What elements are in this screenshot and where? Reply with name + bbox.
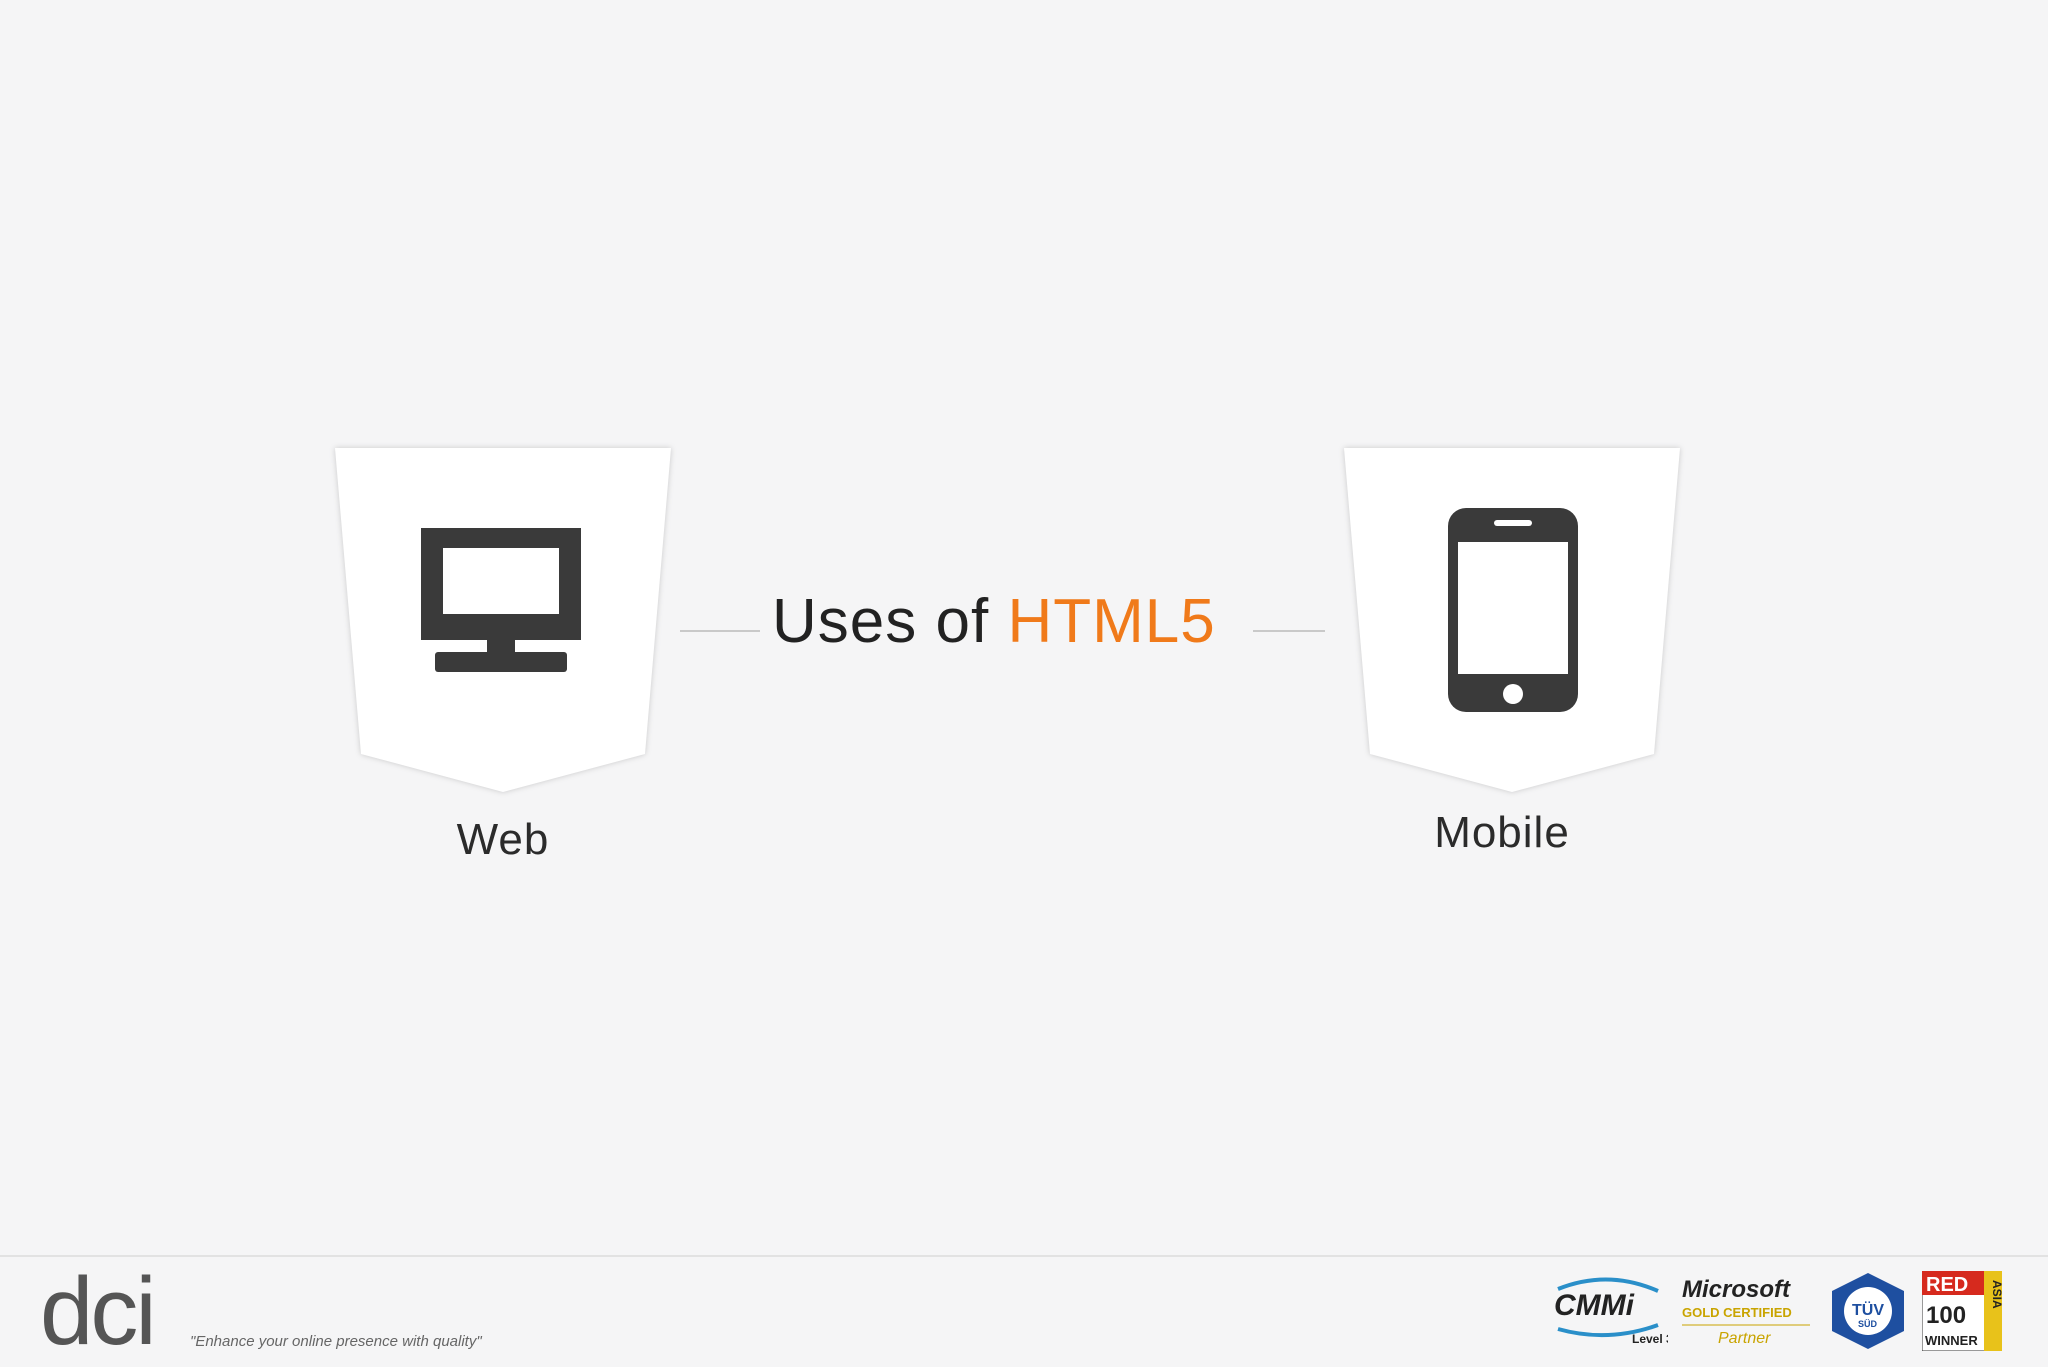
svg-text:Partner: Partner — [1718, 1330, 1771, 1347]
title-prefix: Uses of — [772, 587, 990, 656]
cmmi-level3-badge-icon: CMMi Level 3 — [1554, 1277, 1668, 1346]
svg-text:GOLD CERTIFIED: GOLD CERTIFIED — [1682, 1305, 1792, 1320]
svg-text:RED: RED — [1926, 1274, 1968, 1296]
svg-text:CMMi: CMMi — [1554, 1289, 1635, 1322]
svg-text:100: 100 — [1926, 1302, 1966, 1329]
microsoft-gold-partner-badge-icon: Microsoft GOLD CERTIFIED Partner — [1682, 1276, 1810, 1347]
title-right-divider — [1253, 630, 1325, 632]
svg-text:Level 3: Level 3 — [1632, 1332, 1668, 1346]
svg-text:TÜV: TÜV — [1852, 1300, 1884, 1319]
certification-badges: CMMi Level 3 Microsoft GOLD CERTIFIED Pa… — [1548, 1271, 2008, 1351]
mobile-shield — [1342, 446, 1682, 794]
title-text: Uses of HTML5 — [772, 586, 1216, 657]
web-label: Web — [456, 815, 550, 864]
tuv-sud-badge-icon: TÜV SÜD — [1832, 1273, 1904, 1349]
svg-text:WINNER: WINNER — [1925, 1333, 1978, 1348]
logo-text: dci — [40, 1258, 157, 1365]
title-highlight: HTML5 — [1007, 587, 1216, 656]
title-left-divider — [680, 630, 760, 632]
page-title: Uses of HTML5 — [680, 548, 1360, 698]
svg-text:SÜD: SÜD — [1858, 1319, 1878, 1329]
svg-text:Microsoft: Microsoft — [1682, 1276, 1791, 1303]
web-shield — [333, 446, 673, 794]
svg-text:ASIA: ASIA — [1990, 1280, 2002, 1309]
smartphone-icon — [1448, 508, 1578, 712]
tagline: "Enhance your online presence with quali… — [190, 1333, 482, 1350]
red-herring-asia-100-badge-icon: RED 100 WINNER ASIA — [1922, 1271, 2002, 1351]
footer: dci "Enhance your online presence with q… — [0, 1255, 2048, 1367]
desktop-monitor-icon — [421, 528, 581, 672]
mobile-label: Mobile — [1434, 808, 1570, 857]
